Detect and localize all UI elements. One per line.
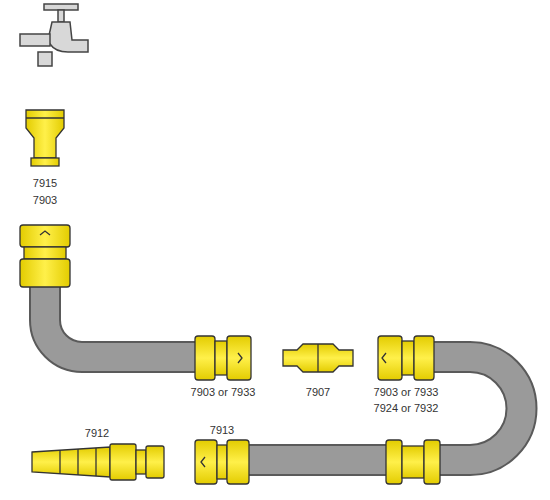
tap-spout [38,52,52,66]
hose-outline [430,357,522,460]
callout-number: 7907 [306,386,330,399]
hose-repair-fitting [386,440,440,484]
callout-number: 7912 [85,427,109,440]
hose-connector-fitting [20,225,70,287]
tap-adaptor-fitting [26,110,64,166]
callout-number: 7903 or 7933 [191,386,256,399]
tap-body [48,22,88,52]
tap-spindle [58,10,64,22]
spray-nozzle [32,444,164,480]
garden-hose [45,285,522,460]
callout-number: 7903 [33,194,57,207]
callout-number: 7913 [210,424,234,437]
hose-connector-fitting [195,440,249,484]
hose-connector-fitting [378,336,434,380]
hose-body [245,446,390,474]
hose-body [45,285,200,357]
tap-handle [44,4,78,10]
hose-connector-fitting [195,336,251,380]
hose-body [430,357,522,460]
hose-outline [45,285,200,357]
water-tap [20,4,88,66]
tap-wall-pipe [20,34,50,46]
callout-number: 7915 [33,177,57,190]
double-male-connector [283,344,353,372]
hose-outline [245,444,390,476]
callout-number: 7903 or 7933 [374,386,439,399]
callout-number: 7924 or 7932 [374,402,439,415]
